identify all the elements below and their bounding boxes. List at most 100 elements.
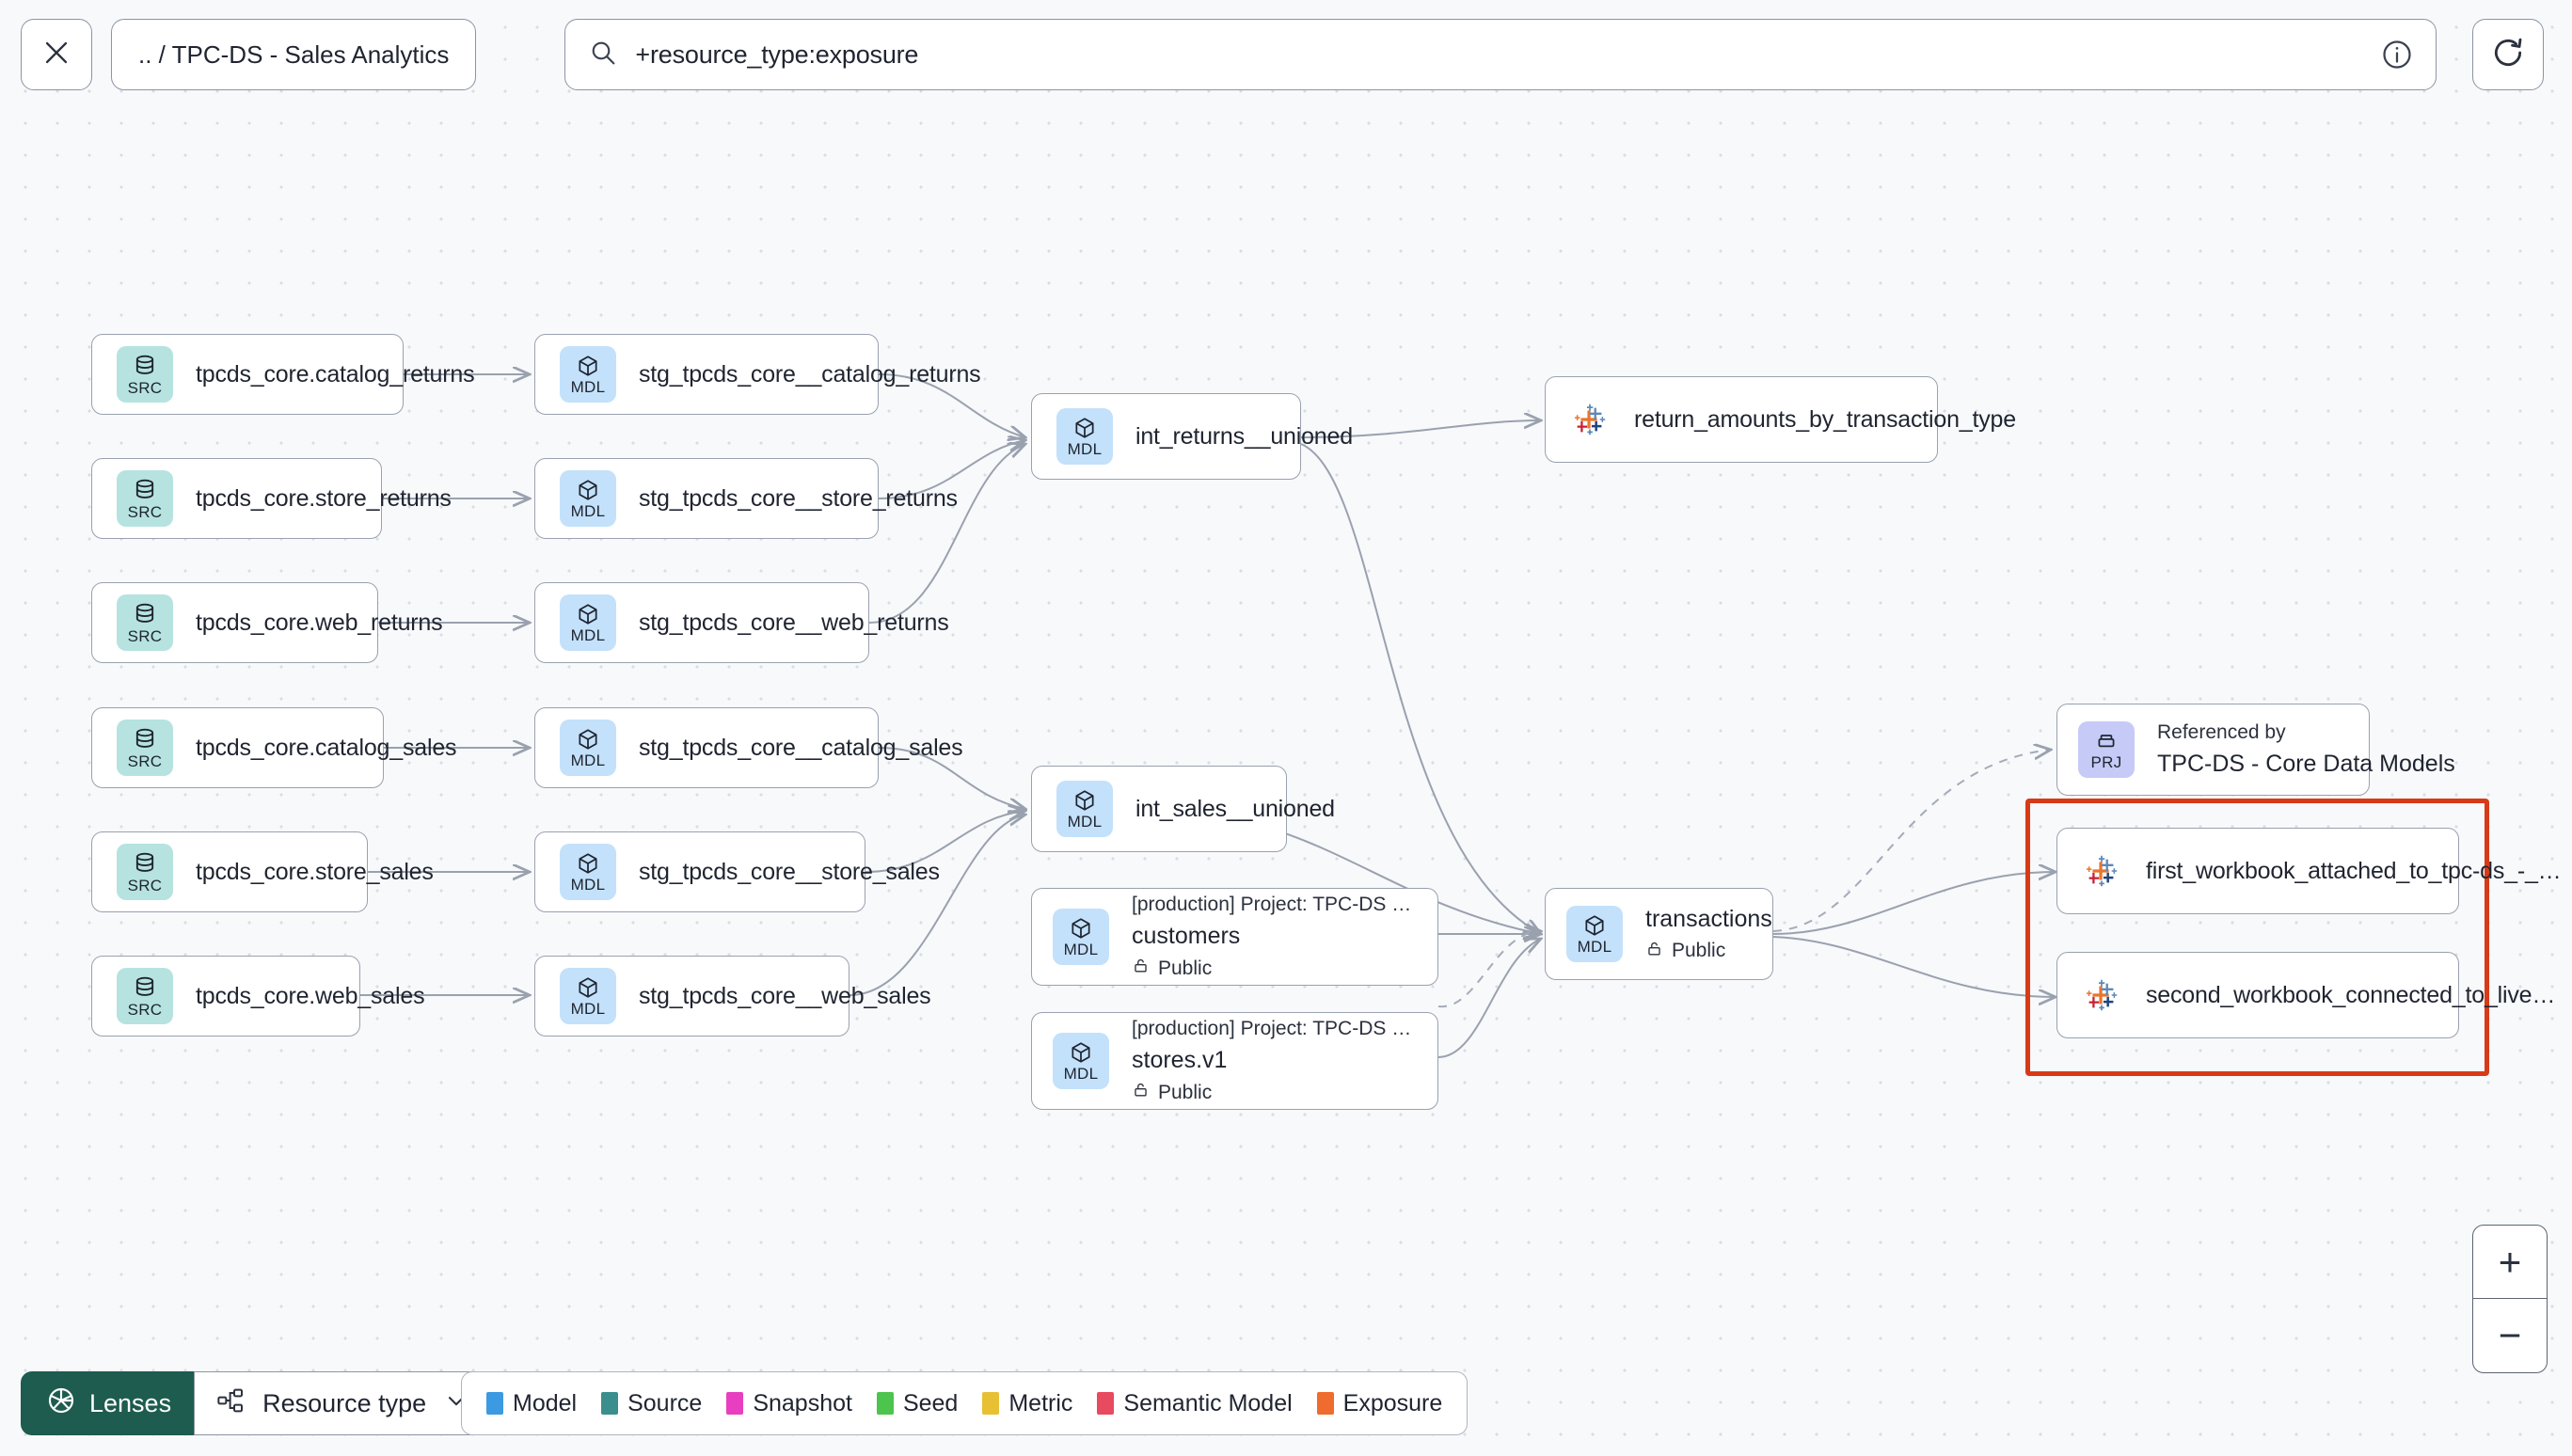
legend-item-metric[interactable]: Metric bbox=[982, 1390, 1072, 1417]
src-badge-label: SRC bbox=[127, 627, 163, 645]
node-visibility-label: Public bbox=[1158, 957, 1213, 979]
node-label: stg_tpcds_core__web_sales bbox=[639, 982, 931, 1009]
prj-badge-label: PRJ bbox=[2090, 753, 2122, 771]
search-bar[interactable]: +resource_type:exposure bbox=[564, 19, 2437, 90]
zoom-out-button[interactable]: − bbox=[2498, 1313, 2522, 1357]
node-label: transactions bbox=[1645, 905, 1772, 932]
src-badge: SRC bbox=[117, 346, 173, 403]
node-model-stg-store-sales[interactable]: MDL stg_tpcds_core__store_sales bbox=[534, 831, 940, 912]
resource-type-dropdown[interactable]: Resource type bbox=[194, 1371, 492, 1435]
bottom-left-controls: Lenses Resource type bbox=[21, 1371, 492, 1435]
legend-label: Semantic Model bbox=[1123, 1389, 1293, 1416]
node-model-stg-web-returns[interactable]: MDL stg_tpcds_core__web_returns bbox=[534, 582, 949, 663]
mdl-badge: MDL bbox=[1056, 408, 1113, 465]
node-model-int-sales-unioned[interactable]: MDL int_sales__unioned bbox=[1031, 766, 1335, 852]
mdl-badge: MDL bbox=[560, 594, 616, 651]
node-model-customers[interactable]: MDL [production] Project: TPC-DS - Core … bbox=[1031, 888, 1438, 986]
node-label: stg_tpcds_core__catalog_sales bbox=[639, 734, 963, 761]
src-badge-label: SRC bbox=[127, 1001, 163, 1019]
aperture-icon bbox=[46, 1385, 76, 1422]
mdl-badge-label: MDL bbox=[570, 752, 606, 769]
mdl-badge-label: MDL bbox=[1063, 1065, 1099, 1083]
node-model-stg-catalog-sales[interactable]: MDL stg_tpcds_core__catalog_sales bbox=[534, 707, 963, 788]
src-badge-label: SRC bbox=[127, 877, 163, 894]
node-source-web-returns[interactable]: SRC tpcds_core.web_returns bbox=[91, 582, 443, 663]
refresh-button[interactable] bbox=[2472, 19, 2545, 90]
legend-swatch bbox=[601, 1392, 619, 1415]
node-visibility: Public bbox=[1645, 940, 1752, 963]
mdl-badge-label: MDL bbox=[570, 1000, 606, 1018]
node-visibility: Public bbox=[1132, 1081, 1417, 1104]
legend-item-semantic-model[interactable]: Semantic Model bbox=[1097, 1389, 1293, 1417]
mdl-badge: MDL bbox=[560, 720, 616, 776]
node-exposure-return-amounts[interactable]: return_amounts_by_transaction_type bbox=[1545, 376, 2016, 463]
node-visibility-label: Public bbox=[1158, 1081, 1213, 1103]
node-label: int_returns__unioned bbox=[1135, 422, 1353, 450]
legend-label: Snapshot bbox=[753, 1389, 852, 1416]
node-project-label: [production] Project: TPC-DS - Core Data… bbox=[1132, 1018, 1417, 1039]
lenses-button[interactable]: Lenses bbox=[21, 1371, 195, 1435]
node-exposure-first-workbook[interactable]: first_workbook_attached_to_tpc-ds_-_… bbox=[2056, 828, 2562, 914]
node-source-catalog-sales[interactable]: SRC tpcds_core.catalog_sales bbox=[91, 707, 457, 788]
node-text-column: [production] Project: TPC-DS - Core Data… bbox=[1132, 1018, 1417, 1104]
node-visibility-label: Public bbox=[1672, 940, 1726, 961]
node-label: customers bbox=[1132, 923, 1241, 949]
node-model-int-returns-unioned[interactable]: MDL int_returns__unioned bbox=[1031, 393, 1353, 480]
tableau-icon bbox=[2082, 851, 2121, 891]
node-exposure-second-workbook[interactable]: second_workbook_connected_to_live… bbox=[2056, 952, 2555, 1038]
node-label: stg_tpcds_core__store_sales bbox=[639, 858, 940, 885]
node-label: tpcds_core.store_returns bbox=[196, 484, 452, 512]
refresh-icon bbox=[2490, 35, 2526, 75]
node-label: tpcds_core.web_sales bbox=[196, 982, 425, 1009]
node-model-stg-store-returns[interactable]: MDL stg_tpcds_core__store_returns bbox=[534, 458, 958, 539]
breadcrumb-label: .. / TPC-DS - Sales Analytics bbox=[138, 40, 450, 69]
graph-nodes-icon bbox=[215, 1385, 246, 1422]
src-badge: SRC bbox=[117, 844, 173, 900]
node-label: tpcds_core.web_returns bbox=[196, 609, 443, 636]
node-project-label: [production] Project: TPC-DS - Core Data… bbox=[1132, 894, 1417, 915]
search-icon bbox=[588, 38, 618, 72]
resource-type-legend: Model Source Snapshot Seed Metric Semant… bbox=[461, 1371, 1469, 1435]
node-label: stg_tpcds_core__catalog_returns bbox=[639, 360, 981, 388]
node-text-column: [production] Project: TPC-DS - Core Data… bbox=[1132, 894, 1417, 980]
node-reference-label: Referenced by bbox=[2157, 721, 2286, 743]
node-project-reference[interactable]: PRJ Referenced by TPC-DS - Core Data Mod… bbox=[2056, 704, 2455, 796]
legend-label: Source bbox=[627, 1389, 703, 1416]
mdl-badge-label: MDL bbox=[1067, 813, 1103, 831]
node-source-store-returns[interactable]: SRC tpcds_core.store_returns bbox=[91, 458, 452, 539]
mdl-badge: MDL bbox=[1053, 1033, 1109, 1089]
mdl-badge: MDL bbox=[1053, 909, 1109, 965]
info-icon[interactable] bbox=[2379, 37, 2415, 72]
node-source-catalog-returns[interactable]: SRC tpcds_core.catalog_returns bbox=[91, 334, 475, 415]
node-label: return_amounts_by_transaction_type bbox=[1634, 405, 2016, 433]
node-source-web-sales[interactable]: SRC tpcds_core.web_sales bbox=[91, 956, 425, 1037]
src-badge: SRC bbox=[117, 720, 173, 776]
node-model-stg-web-sales[interactable]: MDL stg_tpcds_core__web_sales bbox=[534, 956, 931, 1037]
node-label: int_sales__unioned bbox=[1135, 795, 1335, 822]
breadcrumb[interactable]: .. / TPC-DS - Sales Analytics bbox=[111, 19, 477, 90]
legend-item-seed[interactable]: Seed bbox=[876, 1389, 959, 1417]
legend-item-exposure[interactable]: Exposure bbox=[1316, 1390, 1442, 1417]
src-badge-label: SRC bbox=[127, 752, 163, 770]
node-model-stores-v1[interactable]: MDL [production] Project: TPC-DS - Core … bbox=[1031, 1012, 1438, 1110]
close-button[interactable] bbox=[21, 19, 92, 90]
legend-item-source[interactable]: Source bbox=[601, 1390, 702, 1417]
zoom-in-button[interactable]: + bbox=[2473, 1226, 2547, 1299]
mdl-badge-label: MDL bbox=[570, 876, 606, 894]
node-model-stg-catalog-returns[interactable]: MDL stg_tpcds_core__catalog_returns bbox=[534, 334, 981, 415]
legend-item-snapshot[interactable]: Snapshot bbox=[726, 1390, 852, 1417]
legend-item-model[interactable]: Model bbox=[486, 1390, 577, 1417]
legend-swatch bbox=[726, 1392, 744, 1415]
unlock-icon bbox=[1132, 1081, 1150, 1104]
mdl-badge-label: MDL bbox=[570, 502, 606, 520]
mdl-badge: MDL bbox=[1056, 781, 1113, 837]
node-model-transactions[interactable]: MDL transactions Public bbox=[1545, 888, 1773, 980]
node-label: second_workbook_connected_to_live… bbox=[2146, 981, 2556, 1008]
mdl-badge-label: MDL bbox=[570, 626, 606, 644]
node-source-store-sales[interactable]: SRC tpcds_core.store_sales bbox=[91, 831, 434, 912]
search-input[interactable]: +resource_type:exposure bbox=[635, 40, 919, 69]
unlock-icon bbox=[1132, 957, 1150, 980]
legend-label: Seed bbox=[902, 1389, 959, 1416]
